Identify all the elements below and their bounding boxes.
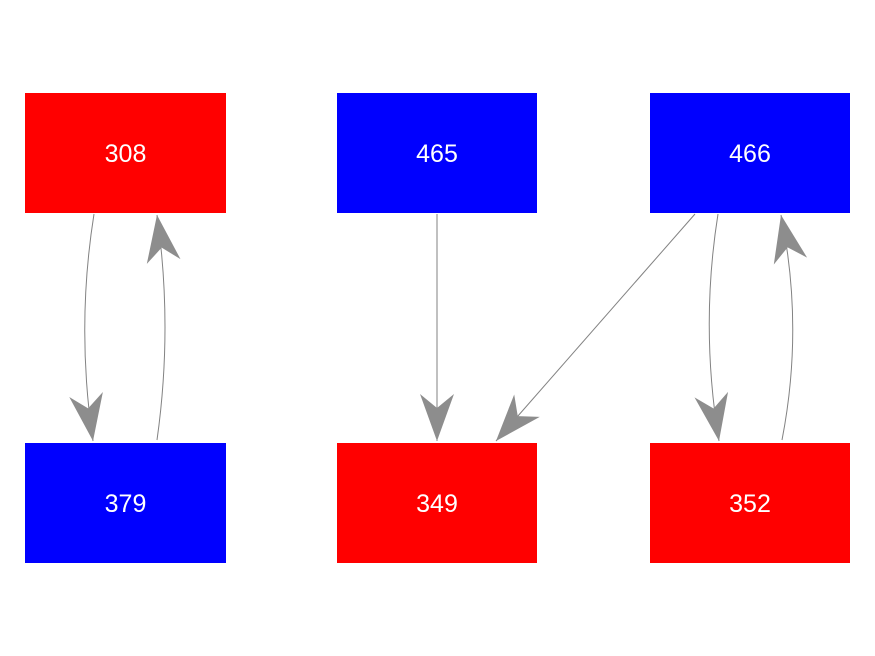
graph-node-466: 466 — [650, 93, 850, 213]
edge-308-to-379 — [69, 213, 103, 442]
node-label: 349 — [416, 490, 458, 518]
edge-466-to-352 — [694, 213, 729, 442]
node-label: 379 — [104, 490, 147, 518]
node-label: 308 — [104, 140, 147, 168]
node-label: 465 — [416, 140, 458, 168]
node-label: 352 — [729, 490, 771, 518]
graph-node-349: 349 — [337, 443, 537, 563]
edge-group — [69, 213, 808, 442]
node-label: 466 — [729, 140, 771, 168]
graph-node-379: 379 — [25, 443, 226, 563]
graph-node-308: 308 — [25, 93, 226, 213]
edge-466-to-349 — [495, 213, 696, 442]
graph-node-352: 352 — [650, 443, 850, 563]
graph-node-465: 465 — [337, 93, 537, 213]
edge-352-to-466 — [773, 214, 808, 441]
edge-379-to-308 — [146, 214, 181, 441]
